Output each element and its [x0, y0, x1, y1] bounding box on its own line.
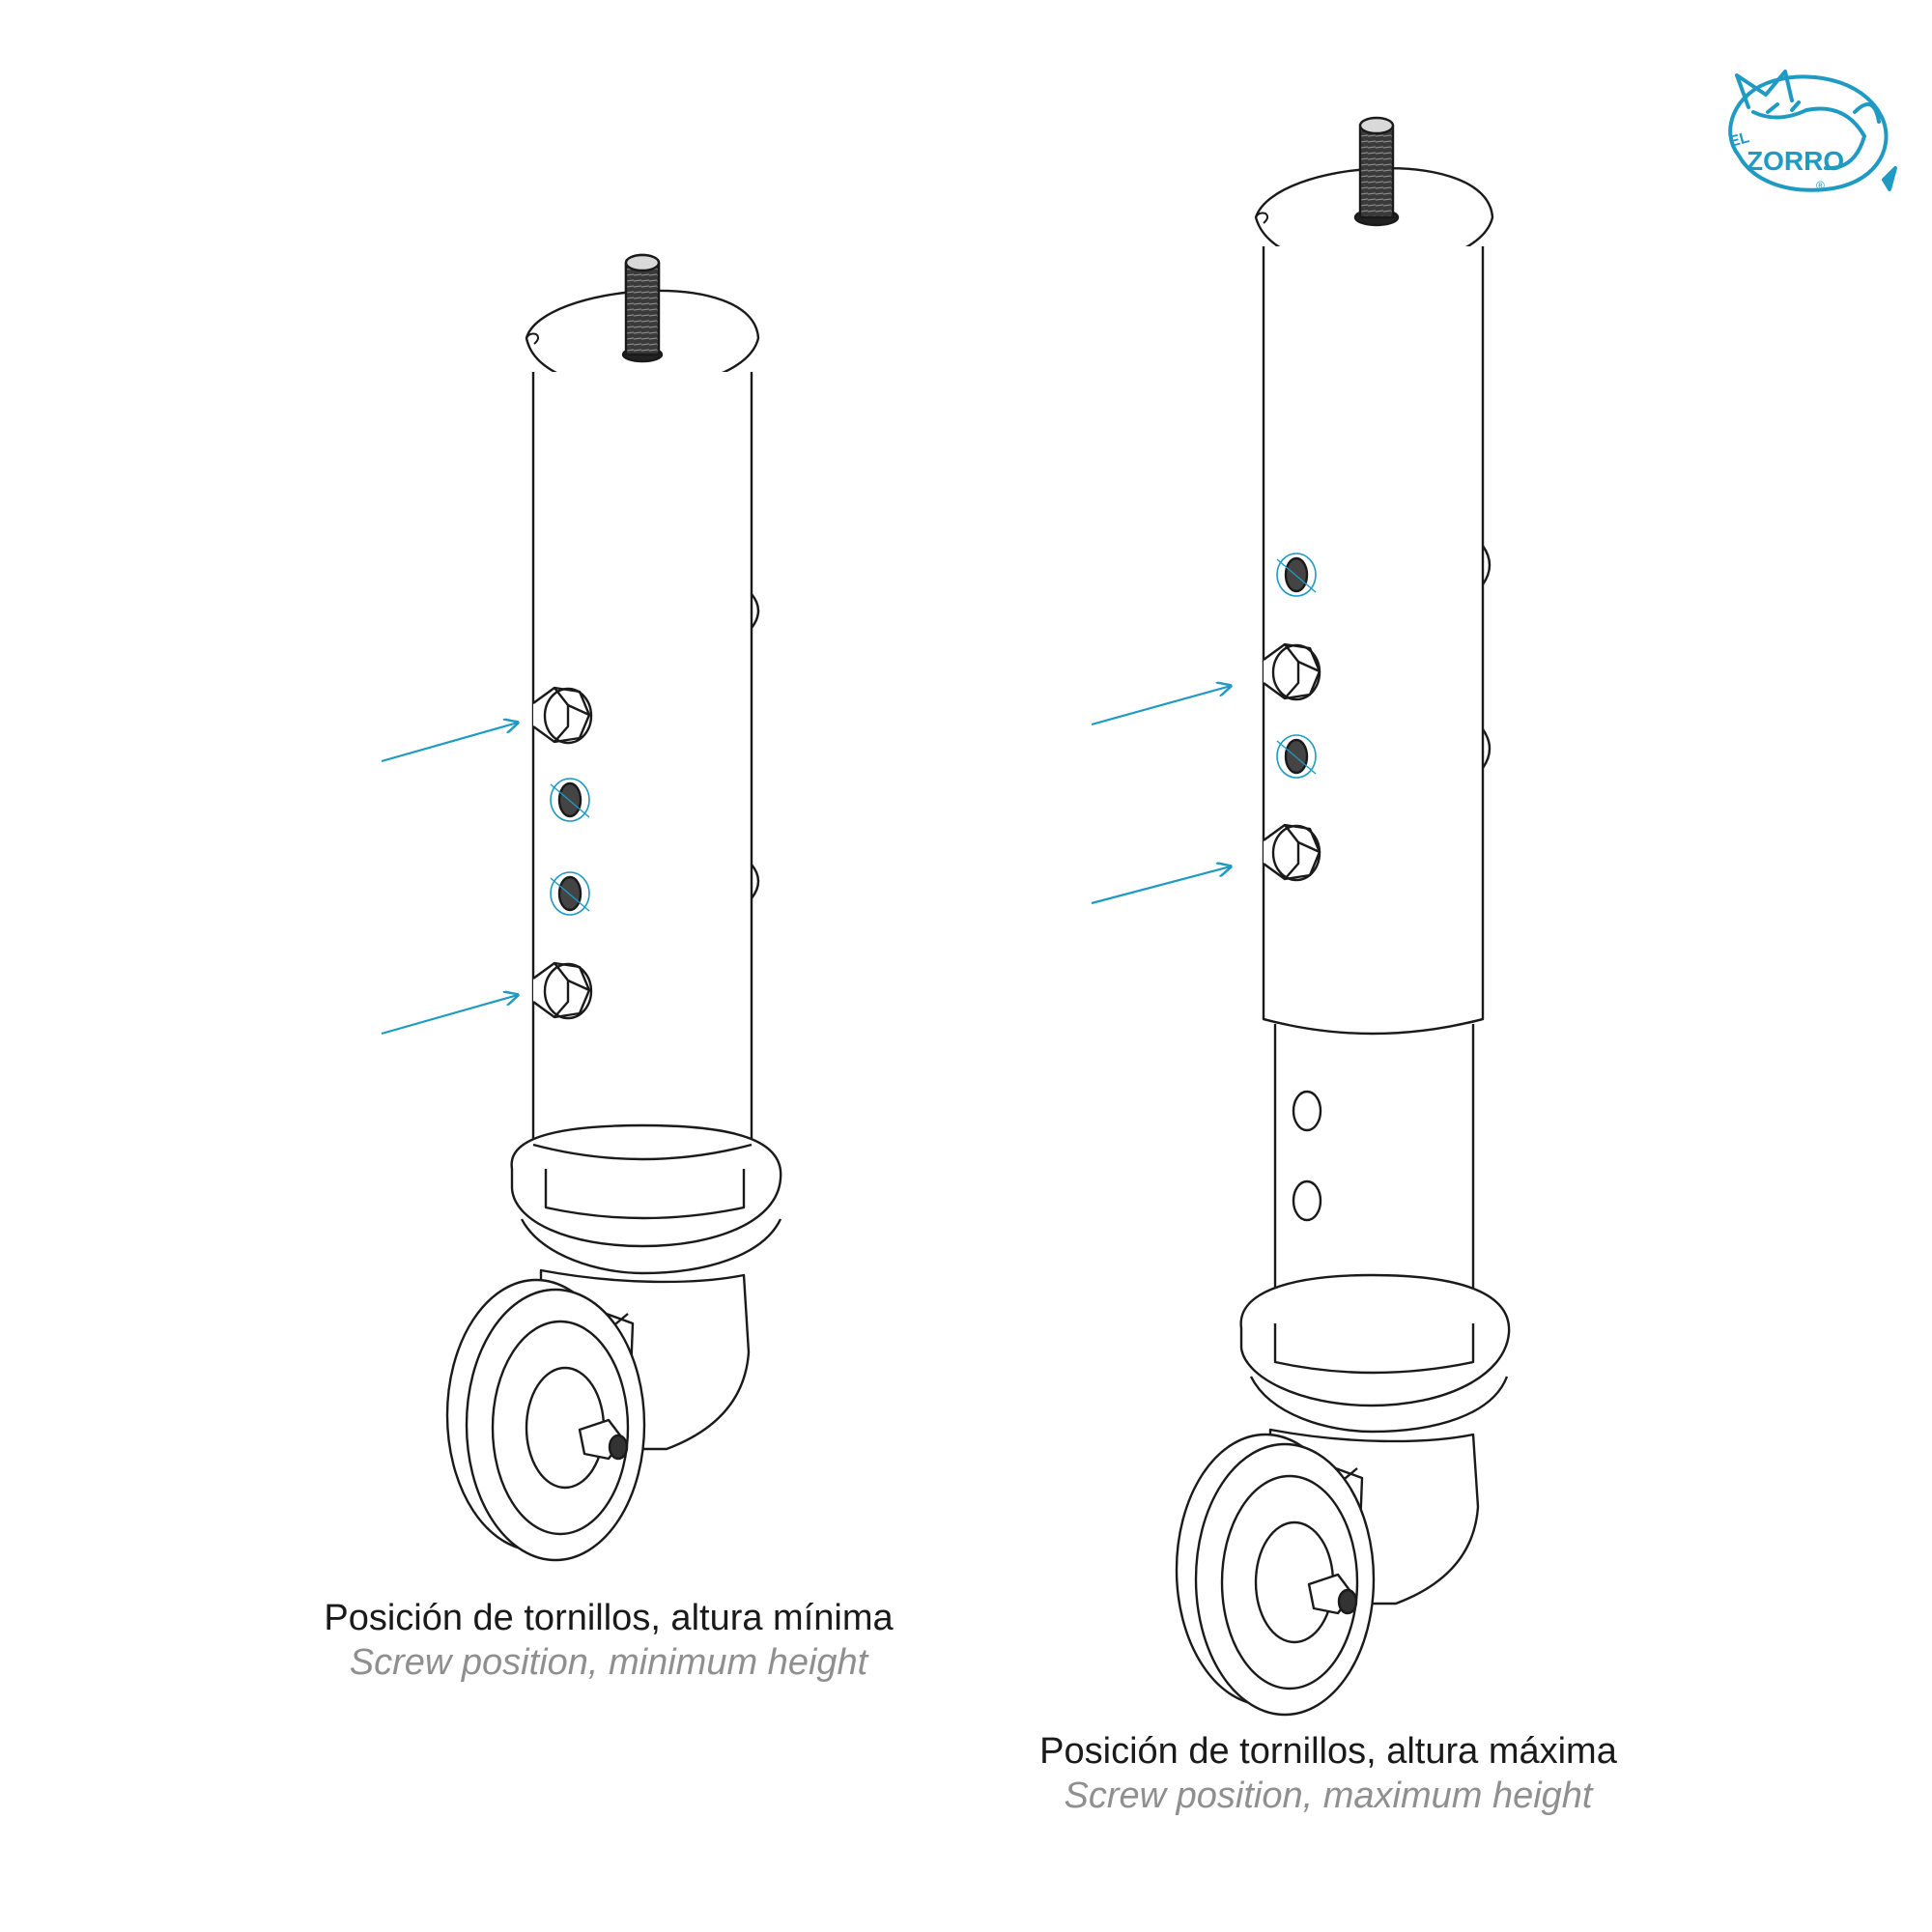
leg-maximum-height: [1175, 116, 1511, 1717]
base-flange: [510, 1123, 782, 1248]
caption-spanish: Posición de tornillos, altura mínima: [324, 1598, 894, 1638]
adjustment-hole: [1292, 1090, 1322, 1132]
hex-bolt: [532, 686, 593, 745]
outer-tube: [1262, 246, 1485, 1036]
threaded-hole: [550, 871, 590, 916]
caption-english: Screw position, maximum height: [1064, 1776, 1593, 1816]
threaded-hole: [1276, 734, 1317, 779]
threaded-hole: [550, 778, 590, 822]
logo-text-el: EL: [1728, 129, 1751, 151]
arrow-pointer-icon: [381, 723, 518, 763]
caption-maximum-height: Posición de tornillos, altura máxima Scr…: [990, 1729, 1666, 1818]
hex-bolt: [532, 961, 593, 1020]
fox-logo-icon: EL ZORRO ®: [1728, 70, 1897, 192]
hex-bolt: [1263, 823, 1321, 882]
arrow-pointer-icon: [1091, 686, 1231, 726]
arrow-pointer-icon: [381, 995, 518, 1036]
threaded-hole: [1276, 553, 1317, 597]
caption-english: Screw position, minimum height: [349, 1642, 868, 1683]
caption-minimum-height: Posición de tornillos, altura mínima Scr…: [270, 1596, 947, 1685]
caption-spanish: Posición de tornillos, altura máxima: [1039, 1731, 1617, 1772]
logo-registered-mark: ®: [1816, 179, 1825, 192]
caster-wheel: [1175, 1433, 1376, 1717]
logo-text-zorro: ZORRO: [1747, 146, 1844, 176]
hex-bolt: [1263, 642, 1321, 701]
adjustment-hole: [1292, 1179, 1322, 1222]
caster-wheel: [445, 1278, 646, 1562]
base-flange: [1239, 1273, 1511, 1407]
arrow-pointer-icon: [1091, 867, 1231, 905]
outer-tube: [531, 372, 753, 1161]
leg-minimum-height: [445, 253, 782, 1562]
